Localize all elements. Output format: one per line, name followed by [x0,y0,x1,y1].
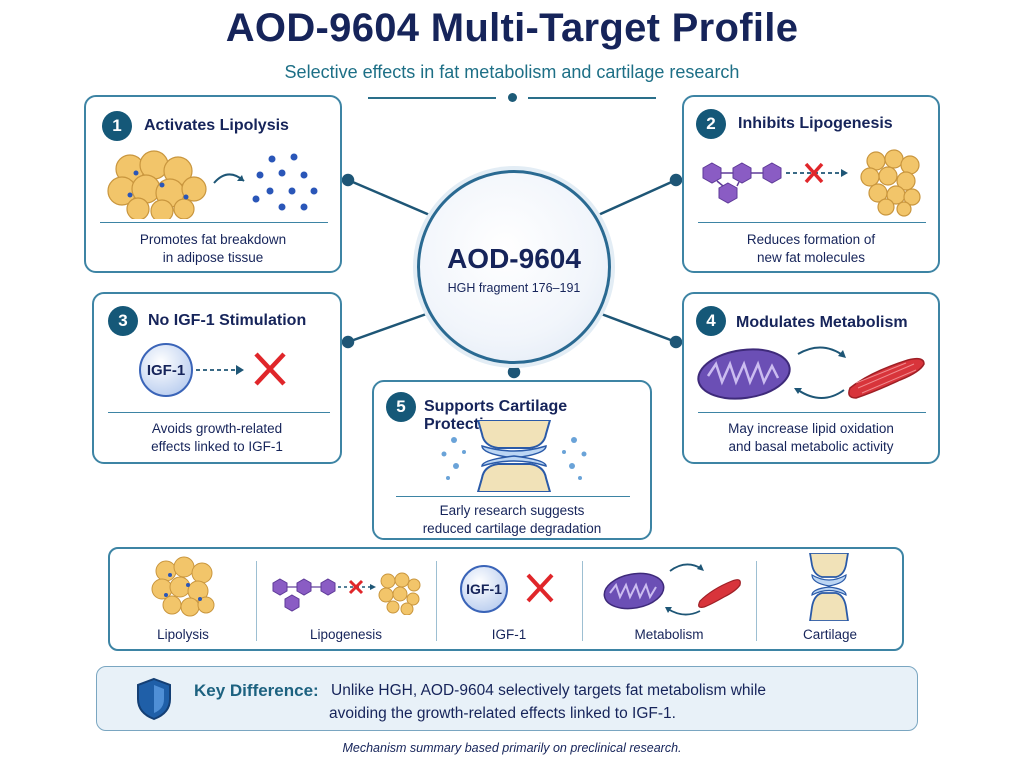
card-lipolysis: 1 Activates Lipolysis Promotes fat break… [84,95,342,273]
card-title: Inhibits Lipogenesis [738,115,893,132]
igf1-badge-label: IGF-1 [146,362,186,379]
key-difference-box: Key Difference: Unlike HGH, AOD-9604 sel… [96,666,918,731]
igf1-blocked-icon [460,565,554,613]
card-rule [108,412,330,413]
card-description: Early research suggests reduced cartilag… [374,502,650,538]
strip-label-lipogenesis: Lipogenesis [309,627,383,642]
card-metabolism: 4 Modulates Metabolism May increase lipi… [682,292,940,464]
joint-cartilage-icon [809,553,849,621]
card-description: Avoids growth-related effects linked to … [94,420,340,456]
mitochondria-muscle-icon [697,346,925,400]
card-description: Promotes fat breakdown in adipose tissue [86,231,340,267]
card-desc-line: Promotes fat breakdown [139,232,287,247]
central-hub: AOD-9604 HGH fragment 176–191 [417,170,611,364]
title-divider-dot [508,93,517,102]
card-lipogenesis: 2 Inhibits Lipogenesis Reduces formation… [682,95,940,273]
strip-label-cartilage: Cartilage [802,627,858,642]
card-desc-line: new fat molecules [756,250,866,265]
card-desc-line: Avoids growth-related [151,421,283,436]
joint-cartilage-icon [441,420,587,492]
strip-label-metabolism: Metabolism [634,627,704,642]
card-number: 2 [696,109,726,139]
card-number: 3 [108,306,138,336]
igf1-blocked-icon [139,343,286,397]
footnote: Mechanism summary based primarily on pre… [342,741,682,755]
card-rule [698,412,926,413]
card-desc-line: Early research suggests [439,503,585,518]
strip-separator [436,561,437,641]
card-number: 5 [386,392,416,422]
card-desc-line: May increase lipid oxidation [728,421,894,436]
card-number: 1 [102,111,132,141]
key-difference-line: Unlike HGH, AOD-9604 selectively targets… [331,682,767,699]
shield-icon [137,677,171,721]
card-desc-line: and basal metabolic activity [728,439,894,454]
hub-subtitle: HGH fragment 176–191 [447,281,581,295]
card-rule [698,222,926,223]
strip-separator [256,561,257,641]
strip-separator [582,561,583,641]
card-rule [100,222,328,223]
strip-label-lipolysis: Lipolysis [157,627,209,642]
card-description: Reduces formation of new fat molecules [684,231,938,267]
card-title: Modulates Metabolism [736,314,908,331]
mitochondria-muscle-icon [603,563,741,616]
key-difference-label: Key Difference: [194,681,319,700]
strip-label-igf1: IGF-1 [491,627,527,642]
hub-name: AOD-9604 [447,243,581,274]
fat-cell-breakdown-icon [107,150,318,219]
strip-igf1-badge: IGF-1 [466,581,502,597]
card-number: 4 [696,306,726,336]
title-divider-right [528,97,656,99]
card-no-igf1: 3 No IGF-1 Stimulation IGF-1 Avoids grow… [92,292,342,464]
fat-cell-cluster-icon [151,556,215,617]
card-cartilage: 5 Supports Cartilage Protection Early re… [372,380,652,540]
molecule-chain-blocked-icon [272,572,421,615]
card-desc-line: effects linked to IGF-1 [151,439,283,454]
key-difference-line: avoiding the growth-related effects link… [329,705,676,722]
card-rule [396,496,630,497]
title-divider-left [368,97,496,99]
summary-strip: Lipolysis Lipogenesis IGF-1 IGF-1 Met [108,547,904,651]
card-desc-line: in adipose tissue [162,250,264,265]
lipogenesis-blocked-icon [702,149,921,217]
card-desc-line: Reduces formation of [746,232,876,247]
card-title: No IGF-1 Stimulation [148,312,307,329]
card-description: May increase lipid oxidation and basal m… [684,420,938,456]
card-title: Activates Lipolysis [144,117,289,134]
page-title: AOD-9604 Multi-Target Profile [225,6,799,50]
page-subtitle: Selective effects in fat metabolism and … [284,62,740,82]
strip-separator [756,561,757,641]
card-desc-line: reduced cartilage degradation [422,521,602,536]
